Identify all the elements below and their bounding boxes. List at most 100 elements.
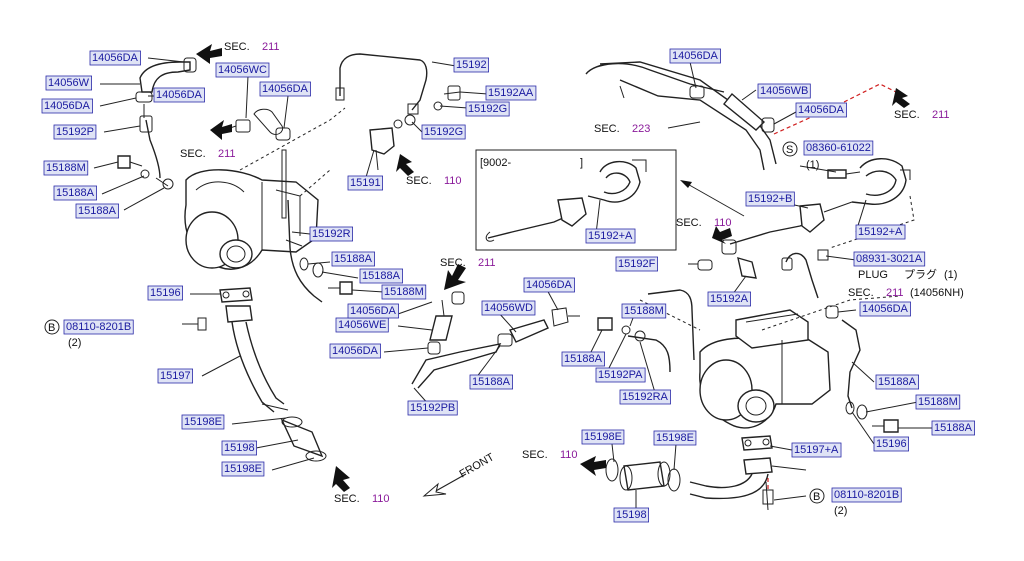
part-label-l29[interactable]: 08360-61022 [806,142,871,154]
part-label-l10[interactable]: 15188A [78,205,117,217]
part-label-l44[interactable]: 15188M [624,305,664,317]
part-label-box-l46 [595,367,646,383]
sec-ref-1-num: 211 [262,41,280,53]
part-label-box-l34 [615,256,658,272]
sec-ref-8-prefix: SEC. [676,217,702,229]
middle-hose-group [411,291,580,389]
part-label-l13[interactable]: 15192G [468,103,507,115]
part-label-l47[interactable]: 15192RA [622,391,669,403]
part-label-l25[interactable]: 15198E [224,463,262,475]
part-label-l41[interactable]: 14056DA [332,345,379,357]
section-refs: SEC. 211 SEC. 211 SEC. 110 SEC. 110 SEC.… [180,41,964,505]
part-label-box-l48 [875,374,919,390]
part-label-l48[interactable]: 15188A [878,376,917,388]
left-turbocharger [184,107,346,270]
part-label-l01[interactable]: 14056DA [92,52,139,64]
part-label-l04[interactable]: 14056WC [218,64,267,76]
inset-detail [475,149,677,251]
part-label-l21[interactable]: 08110-8201B [66,321,131,333]
part-label-box-l05 [153,87,205,103]
part-label-l08[interactable]: 15188M [46,162,86,174]
part-label-l40[interactable]: 14056DA [350,305,397,317]
part-label-box-l33 [853,251,926,267]
part-label-l09[interactable]: 15188A [56,187,95,199]
part-label-l39[interactable]: 14056WE [338,319,386,331]
sec-ref-10-num: 110 [560,449,578,461]
part-label-l16[interactable]: 15192R [312,228,351,240]
part-label-l33[interactable]: 08931-3021A [856,253,923,265]
part-label-l22[interactable]: 15197 [160,370,191,382]
part-label-l46[interactable]: 15192PA [598,369,643,381]
plug-qty: (1) [944,269,957,281]
part-label-l07[interactable]: 15192P [56,126,94,138]
part-label-l34[interactable]: 15192F [618,258,656,270]
part-label-l26[interactable]: 14056DA [672,50,719,62]
sec-ref-6-prefix: SEC. [894,109,920,121]
part-label-l28[interactable]: 14056DA [798,104,845,116]
part-label-l54[interactable]: 15198E [656,432,694,444]
part-label-box-l42 [407,400,458,416]
part-label-l43[interactable]: 15188A [472,376,511,388]
part-label-l31[interactable]: 15192+A [588,230,633,242]
part-label-box-l02 [45,75,92,91]
pipe-15192 [335,53,461,129]
part-label-l36[interactable]: 14056DA [862,303,909,315]
part-label-box-l23 [181,414,225,430]
part-label-l14[interactable]: 15192G [424,126,463,138]
part-label-l50[interactable]: 15188A [934,422,973,434]
part-label-box-l03 [41,98,93,114]
part-label-l37[interactable]: 14056DA [526,279,573,291]
part-label-l23[interactable]: 15198E [184,416,222,428]
part-label-l02[interactable]: 14056W [48,77,90,89]
part-label-l51[interactable]: 15196 [876,438,907,450]
part-label-l49[interactable]: 15188M [918,396,958,408]
part-label-box-l26 [669,48,721,64]
part-label-box-l24 [221,440,257,456]
part-label-box-l22 [157,368,193,384]
part-label-l45[interactable]: 15188A [564,353,603,365]
sec-ref-8-num: 110 [714,217,732,229]
inset-date-open: [9002- [480,157,512,169]
part-label-box-l40 [347,303,399,319]
part-label-l27[interactable]: 14056WB [760,85,808,97]
part-label-box-l47 [619,389,671,405]
part-label-l19[interactable]: 15188M [384,286,424,298]
sec-ref-2-num: 211 [218,148,236,160]
circle-s-marker: S [786,144,793,156]
part-label-l06[interactable]: 14056DA [262,83,309,95]
part-label-l56[interactable]: 15198 [616,509,647,521]
part-label-l15[interactable]: 15191 [350,177,381,189]
part-label-l17[interactable]: 15188A [334,253,373,265]
part-label-l38[interactable]: 14056WD [484,302,533,314]
part-label-l30[interactable]: 15192+B [748,193,792,205]
part-label-l42[interactable]: 15192PB [410,402,455,414]
sec-ref-9-extra: (14056NH) [910,287,964,299]
part-label-box-l41 [329,343,381,359]
part-label-l52[interactable]: 15197+A [794,444,839,456]
part-label-box-l09 [53,185,97,201]
part-label-box-l49 [915,394,961,410]
part-label-box-l38 [481,300,536,316]
part-label-l53[interactable]: 15198E [584,431,622,443]
plug-label: PLUG [858,269,888,281]
part-label-l35[interactable]: 15192A [710,293,749,305]
part-label-box-l54 [653,430,697,446]
part-labels: 14056DA 14056W 14056DA 14056WC 14056DA 14056D… [41,48,975,523]
part-label-l12[interactable]: 15192AA [488,87,534,99]
part-label-box-l45 [561,351,605,367]
part-label-l20[interactable]: 15196 [150,287,181,299]
part-label-box-l37 [523,277,575,293]
plug-jp-label: プラグ [904,267,937,281]
part-label-box-l25 [221,461,265,477]
part-label-l55[interactable]: 08110-8201B [834,489,899,501]
part-label-l32[interactable]: 15192+A [858,226,903,238]
part-label-box-l28 [795,102,847,118]
part-label-l03[interactable]: 14056DA [44,100,91,112]
part-label-l11[interactable]: 15192 [456,59,487,71]
sec-ref-4-prefix: SEC. [334,493,360,505]
sec-ref-6-num: 211 [932,109,950,121]
part-label-l24[interactable]: 15198 [224,442,255,454]
part-label-l05[interactable]: 14056DA [156,89,203,101]
part-label-l18[interactable]: 15188A [362,270,401,282]
